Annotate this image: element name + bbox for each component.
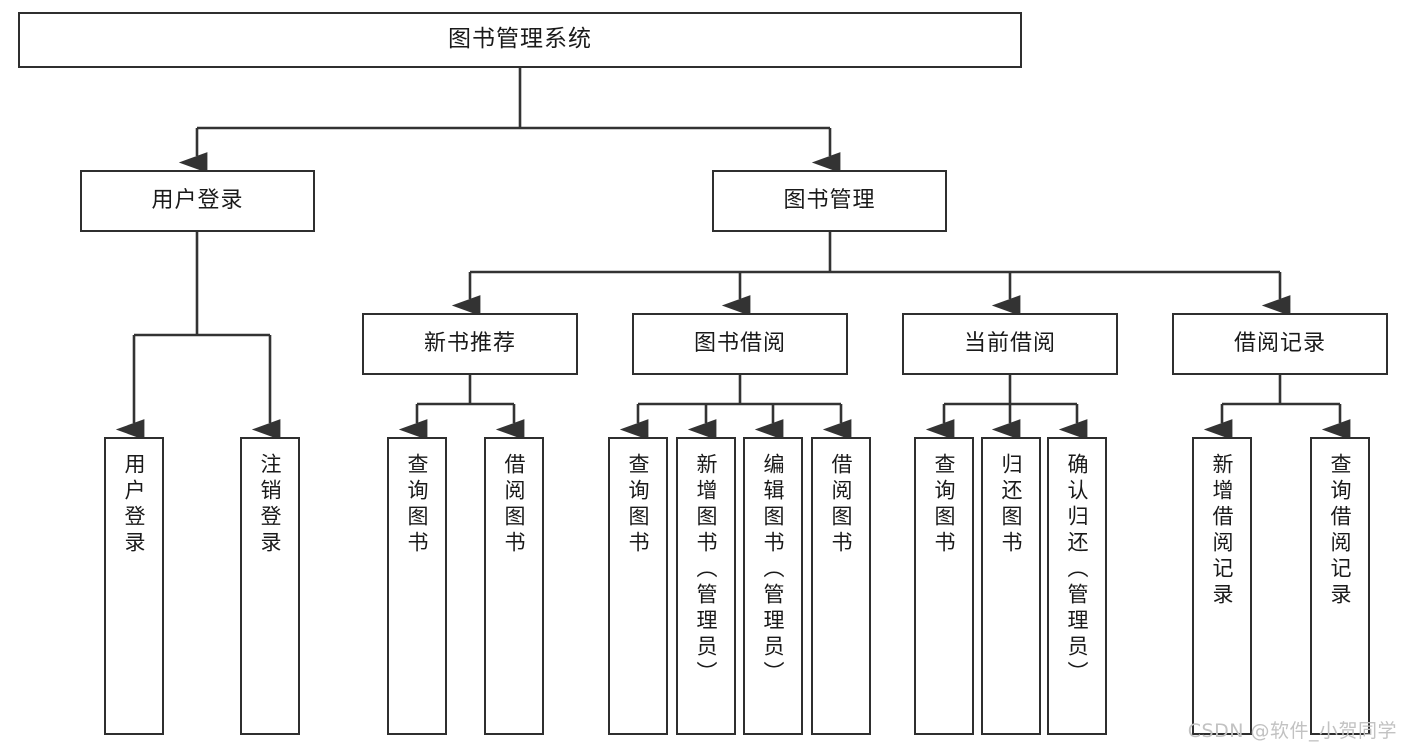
leaf-query-book-recommend[interactable]: 查询图书 bbox=[387, 437, 447, 735]
leaf-user-logout[interactable]: 注销登录 bbox=[240, 437, 300, 735]
node-label: 确认归还（管理员） bbox=[1065, 453, 1090, 687]
node-label: 借阅图书 bbox=[829, 453, 854, 557]
leaf-query-book-current[interactable]: 查询图书 bbox=[914, 437, 974, 735]
node-label: 图书管理 bbox=[783, 187, 876, 213]
leaf-edit-book-admin[interactable]: 编辑图书（管理员） bbox=[743, 437, 803, 735]
node-label: 编辑图书（管理员） bbox=[761, 453, 786, 687]
leaf-return-book[interactable]: 归还图书 bbox=[981, 437, 1041, 735]
node-new-book-recommend[interactable]: 新书推荐 bbox=[362, 313, 578, 375]
node-label: 图书借阅 bbox=[693, 330, 786, 356]
watermark: CSDN @软件_小贺同学 bbox=[1187, 720, 1397, 742]
node-label: 查询图书 bbox=[626, 453, 651, 557]
node-label: 注销登录 bbox=[258, 453, 283, 557]
node-user-login[interactable]: 用户登录 bbox=[80, 170, 315, 232]
node-book-management[interactable]: 图书管理 bbox=[712, 170, 947, 232]
node-label: 查询借阅记录 bbox=[1328, 453, 1353, 609]
node-label: 新增图书（管理员） bbox=[694, 453, 719, 687]
node-label: 借阅图书 bbox=[502, 453, 527, 557]
node-label: 新增借阅记录 bbox=[1210, 453, 1235, 609]
node-label: 借阅记录 bbox=[1233, 330, 1326, 356]
node-label: 用户登录 bbox=[151, 187, 244, 213]
node-book-borrow[interactable]: 图书借阅 bbox=[632, 313, 848, 375]
leaf-borrow-book[interactable]: 借阅图书 bbox=[811, 437, 871, 735]
node-label: 归还图书 bbox=[999, 453, 1024, 557]
node-label: 当前借阅 bbox=[963, 330, 1056, 356]
leaf-query-borrow-record[interactable]: 查询借阅记录 bbox=[1310, 437, 1370, 735]
leaf-user-login[interactable]: 用户登录 bbox=[104, 437, 164, 735]
node-label: 用户登录 bbox=[122, 453, 147, 557]
leaf-query-book-borrow[interactable]: 查询图书 bbox=[608, 437, 668, 735]
leaf-add-borrow-record[interactable]: 新增借阅记录 bbox=[1192, 437, 1252, 735]
leaf-borrow-book-recommend[interactable]: 借阅图书 bbox=[484, 437, 544, 735]
node-label: 新书推荐 bbox=[423, 330, 516, 356]
node-label: 查询图书 bbox=[405, 453, 430, 557]
node-borrow-record[interactable]: 借阅记录 bbox=[1172, 313, 1388, 375]
node-label: 图书管理系统 bbox=[448, 26, 592, 53]
leaf-add-book-admin[interactable]: 新增图书（管理员） bbox=[676, 437, 736, 735]
node-root-book-management-system[interactable]: 图书管理系统 bbox=[18, 12, 1022, 68]
node-current-borrow[interactable]: 当前借阅 bbox=[902, 313, 1118, 375]
leaf-confirm-return-admin[interactable]: 确认归还（管理员） bbox=[1047, 437, 1107, 735]
node-label: 查询图书 bbox=[932, 453, 957, 557]
